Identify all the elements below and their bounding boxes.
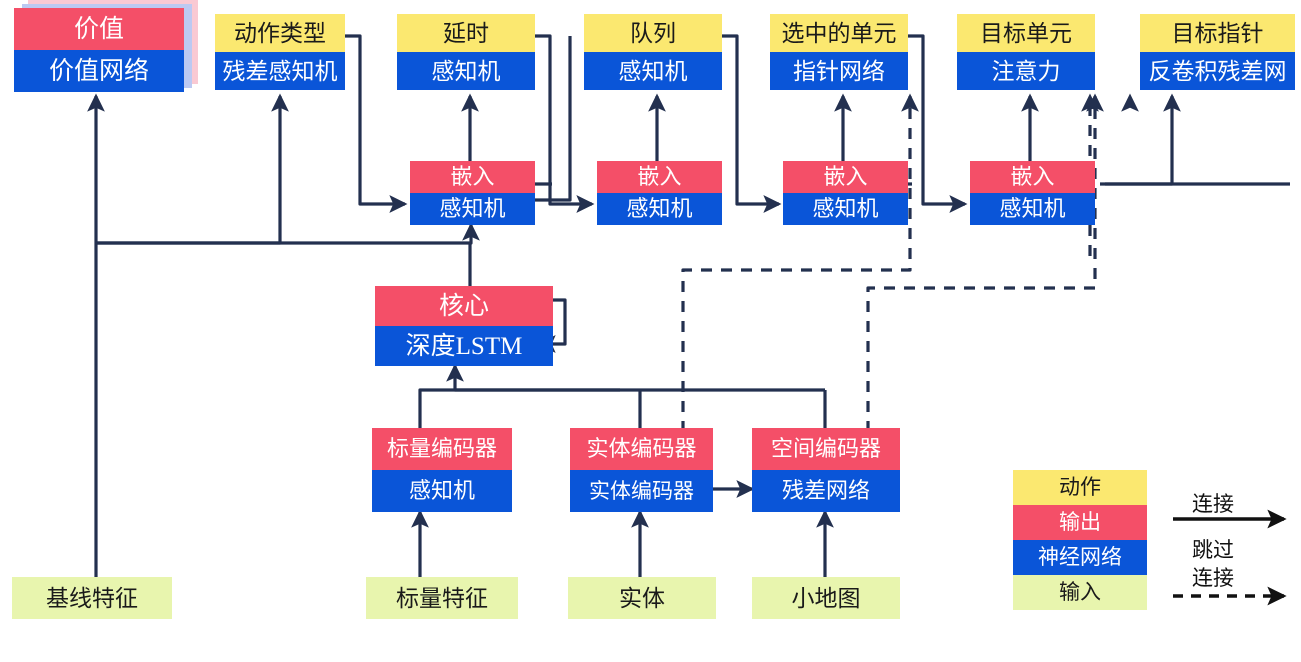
delay-action-label: 延时 [397,14,535,52]
node-embed-1[interactable]: 嵌入 感知机 [410,161,535,225]
value-network-label: 价值网络 [14,50,184,92]
embed2-output-label: 嵌入 [597,161,722,193]
embed1-output-label: 嵌入 [410,161,535,193]
node-target-point[interactable]: 目标指针 反卷积残差网 [1140,14,1295,90]
wire-bus-to-core [446,363,825,392]
legend-swatch-network: 神经网络 [1013,540,1147,575]
node-entity-encoder[interactable]: 实体编码器 实体编码器 [570,428,713,512]
wire-selunits-to-embed4 [908,34,968,213]
node-core[interactable]: 核心 深度LSTM [375,286,553,366]
legend-skip-label-line1: 跳过 [1192,538,1234,562]
legend-swatches: 动作 输出 神经网络 输入 [1013,470,1147,610]
node-spatial-encoder[interactable]: 空间编码器 残差网络 [752,428,900,512]
target-unit-network-label: 注意力 [957,52,1095,90]
legend-skip-label-line2: 连接 [1192,566,1234,590]
node-embed-2[interactable]: 嵌入 感知机 [597,161,722,225]
target-point-action-label: 目标指针 [1140,14,1295,52]
target-unit-action-label: 目标单元 [957,14,1095,52]
core-output-label: 核心 [375,286,553,326]
node-embed-4[interactable]: 嵌入 感知机 [970,161,1095,225]
wire-core-to-embed1 [462,222,480,245]
wire-delay-to-embed2 [535,34,595,213]
embed3-output-label: 嵌入 [783,161,908,193]
wire-queue-to-embed3 [722,34,782,213]
node-input-baseline-features[interactable]: 基线特征 [12,577,172,619]
embed4-network-label: 感知机 [970,193,1095,225]
skip-entity-to-selunits [681,93,919,432]
legend-swatch-output: 输出 [1013,505,1147,540]
wire-embed1-to-delay [535,36,572,202]
entity-encoder-network-label: 实体编码器 [570,470,713,512]
scalar-encoder-network-label: 感知机 [372,470,512,512]
embed4-output-label: 嵌入 [970,161,1095,193]
node-input-minimap[interactable]: 小地图 [752,577,900,619]
spatial-encoder-network-label: 残差网络 [752,470,900,512]
node-input-scalar-features[interactable]: 标量特征 [366,577,518,619]
target-point-network-label: 反卷积残差网 [1140,52,1295,90]
legend-swatch-input: 输入 [1013,575,1147,610]
delay-network-label: 感知机 [397,52,535,90]
action-type-network-label: 残差感知机 [215,52,345,90]
node-input-entities[interactable]: 实体 [568,577,716,619]
node-queue[interactable]: 队列 感知机 [584,14,722,90]
scalar-encoder-output-label: 标量编码器 [372,428,512,470]
core-network-label: 深度LSTM [375,326,553,366]
node-embed-3[interactable]: 嵌入 感知机 [783,161,908,225]
wire-actiontype-to-embed1 [345,34,408,213]
node-action-type[interactable]: 动作类型 残差感知机 [215,14,345,90]
action-type-action-label: 动作类型 [215,14,345,52]
value-output-label: 价值 [14,8,184,50]
embed3-network-label: 感知机 [783,193,908,225]
node-scalar-encoder[interactable]: 标量编码器 感知机 [372,428,512,512]
legend-connection-label: 连接 [1192,492,1234,516]
selected-units-action-label: 选中的单元 [770,14,908,52]
queue-action-label: 队列 [584,14,722,52]
embed2-network-label: 感知机 [597,193,722,225]
skip-spatial-to-targetpoint [866,93,1104,432]
spatial-encoder-output-label: 空间编码器 [752,428,900,470]
node-value[interactable]: 价值 价值网络 [14,0,198,92]
entity-encoder-output-label: 实体编码器 [570,428,713,470]
queue-network-label: 感知机 [584,52,722,90]
embed1-network-label: 感知机 [410,193,535,225]
node-delay[interactable]: 延时 感知机 [397,14,535,90]
legend-swatch-action: 动作 [1013,470,1147,505]
node-selected-units[interactable]: 选中的单元 指针网络 [770,14,908,90]
node-target-unit[interactable]: 目标单元 注意力 [957,14,1095,90]
selected-units-network-label: 指针网络 [770,52,908,90]
